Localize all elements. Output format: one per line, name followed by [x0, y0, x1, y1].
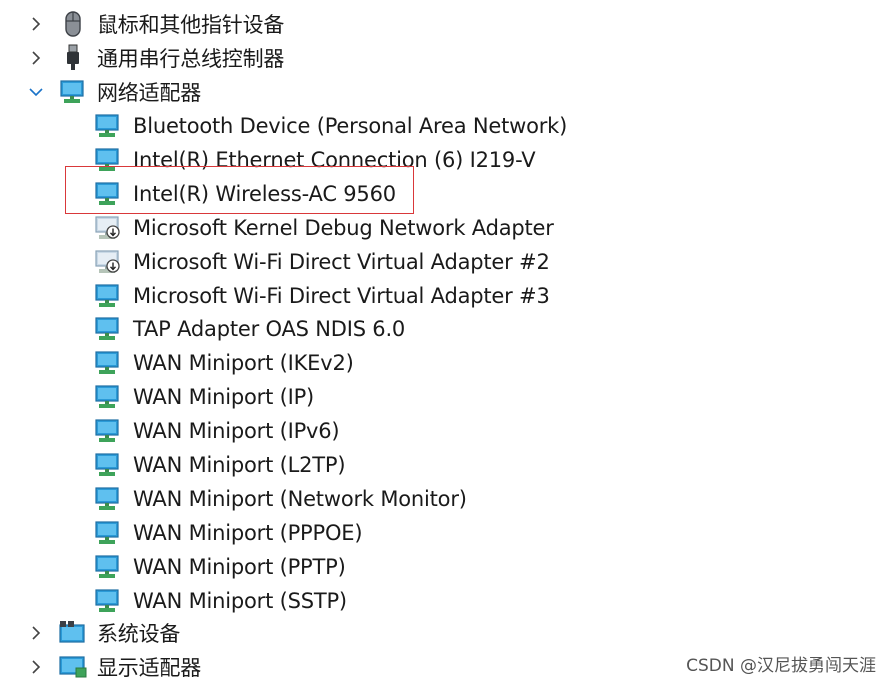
network-adapter-label: Microsoft Wi-Fi Direct Virtual Adapter #…: [133, 249, 550, 274]
network-adapter-item[interactable]: TAP Adapter OAS NDIS 6.0: [0, 312, 890, 346]
system-devices-icon: [58, 619, 88, 647]
network-adapter-label: WAN Miniport (PPPOE): [133, 520, 363, 545]
network-adapter-label: Bluetooth Device (Personal Area Network): [133, 114, 568, 138]
watermark: CSDN @汉尼拔勇闯天涯: [686, 656, 876, 676]
network-adapter-item[interactable]: WAN Miniport (L2TP): [0, 448, 890, 482]
network-adapter-item[interactable]: WAN Miniport (Network Monitor): [0, 482, 890, 516]
network-adapter-icon: [93, 146, 123, 174]
network-adapter-icon: [93, 519, 123, 547]
network-adapter-icon: [93, 383, 123, 411]
network-adapter-label: Intel(R) Wireless-AC 9560: [133, 181, 396, 206]
tree-item-label: 鼠标和其他指针设备: [97, 13, 285, 37]
network-adapter-disabled-icon: [93, 248, 123, 276]
network-adapter-item[interactable]: Bluetooth Device (Personal Area Network): [0, 109, 890, 143]
tree-item-mice[interactable]: 鼠标和其他指针设备: [0, 7, 890, 41]
network-adapter-label: TAP Adapter OAS NDIS 6.0: [133, 317, 406, 342]
network-adapter-label: WAN Miniport (L2TP): [133, 453, 346, 477]
chevron-right-icon[interactable]: [28, 659, 44, 675]
network-adapter-icon: [58, 78, 88, 106]
network-adapter-item[interactable]: Microsoft Kernel Debug Network Adapter: [0, 211, 890, 245]
network-adapter-label: WAN Miniport (IKEv2): [133, 351, 354, 376]
network-adapter-item[interactable]: WAN Miniport (SSTP): [0, 584, 890, 618]
chevron-down-icon[interactable]: [28, 84, 44, 100]
highlight-box: [65, 166, 414, 214]
chevron-right-icon[interactable]: [28, 50, 44, 66]
network-adapter-label: WAN Miniport (IP): [133, 385, 315, 410]
display-adapter-icon: [58, 653, 88, 681]
network-adapter-disabled-icon: [93, 214, 123, 242]
network-adapter-item[interactable]: WAN Miniport (PPPOE): [0, 516, 890, 550]
network-adapter-label: WAN Miniport (SSTP): [133, 588, 347, 613]
network-adapter-icon: [93, 485, 123, 513]
mouse-icon: [58, 10, 88, 38]
network-adapter-icon: [93, 451, 123, 479]
chevron-right-icon[interactable]: [28, 16, 44, 32]
network-adapter-item[interactable]: Microsoft Wi-Fi Direct Virtual Adapter #…: [0, 279, 890, 313]
tree-item-usb[interactable]: 通用串行总线控制器: [0, 41, 890, 75]
network-adapter-item[interactable]: WAN Miniport (IPv6): [0, 414, 890, 448]
network-adapter-icon: [93, 180, 123, 208]
network-adapter-icon: [93, 417, 123, 445]
network-adapter-item[interactable]: Microsoft Wi-Fi Direct Virtual Adapter #…: [0, 245, 890, 279]
tree-item-display-adapters[interactable]: 显示适配器: [0, 650, 890, 684]
network-adapter-icon: [93, 282, 123, 310]
tree-item-label: 通用串行总线控制器: [97, 47, 285, 71]
network-adapter-label: Microsoft Wi-Fi Direct Virtual Adapter #…: [133, 283, 550, 308]
network-adapter-label: WAN Miniport (IPv6): [133, 419, 340, 444]
tree-item-label: 系统设备: [97, 622, 181, 646]
network-adapter-icon: [93, 112, 123, 140]
usb-icon: [58, 44, 88, 72]
network-adapter-icon: [93, 315, 123, 343]
chevron-right-icon[interactable]: [28, 625, 44, 641]
tree-item-label: 显示适配器: [97, 656, 201, 680]
network-adapter-icon: [93, 553, 123, 581]
network-adapter-label: Microsoft Kernel Debug Network Adapter: [133, 215, 554, 240]
network-adapter-label: WAN Miniport (PPTP): [133, 554, 346, 579]
network-adapter-item[interactable]: WAN Miniport (IP): [0, 380, 890, 414]
tree-item-network-adapters[interactable]: 网络适配器: [0, 75, 890, 109]
network-adapter-label: WAN Miniport (Network Monitor): [133, 486, 467, 511]
network-adapter-label: Intel(R) Ethernet Connection (6) I219-V: [133, 147, 536, 172]
tree-item-label: 网络适配器: [97, 81, 201, 105]
network-adapter-item[interactable]: Intel(R) Wireless-AC 9560: [0, 177, 890, 211]
network-adapter-icon: [93, 349, 123, 377]
network-adapter-item[interactable]: WAN Miniport (PPTP): [0, 550, 890, 584]
tree-item-system-devices[interactable]: 系统设备: [0, 616, 890, 650]
network-adapter-item[interactable]: Intel(R) Ethernet Connection (6) I219-V: [0, 143, 890, 177]
network-adapter-icon: [93, 587, 123, 615]
network-adapter-item[interactable]: WAN Miniport (IKEv2): [0, 346, 890, 380]
